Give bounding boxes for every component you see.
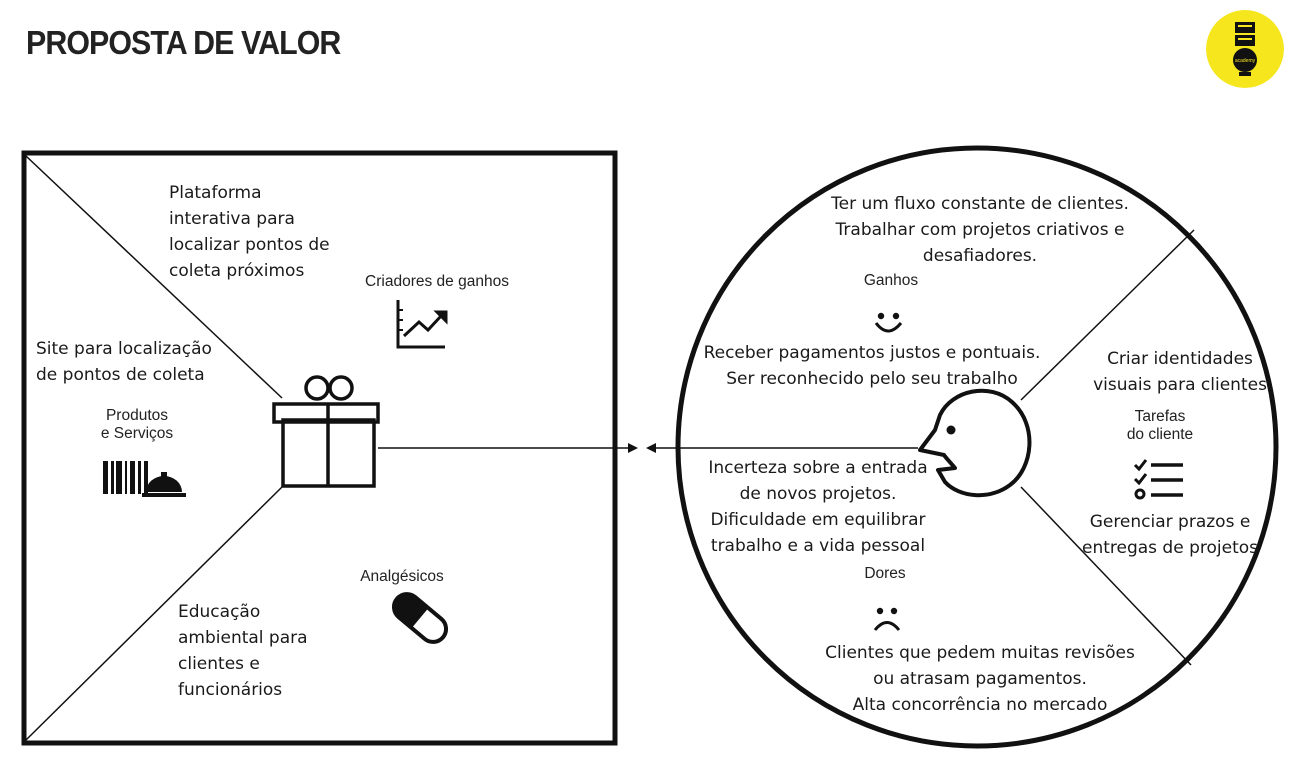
academy-logo: academy <box>1206 10 1284 88</box>
products-text: Site para localização de pontos de colet… <box>36 339 212 385</box>
chart-trend-icon <box>396 300 448 349</box>
divider-lower <box>1020 486 1192 666</box>
customer-profile-circle <box>675 145 1279 749</box>
gain-creators-text: Plataforma interativa para localizar pon… <box>169 183 330 281</box>
barcode-bell-icon <box>103 461 186 497</box>
gains-text-bottom: Receber pagamentos justos e pontuais. Se… <box>703 343 1041 389</box>
gains-label: Ganhos <box>863 272 919 289</box>
pains-text-top: Incerteza sobre a entrada de novos proje… <box>708 458 928 556</box>
checklist-icon <box>1133 459 1183 500</box>
jobs-text-bottom: Gerenciar prazos e entregas de projetos <box>1081 512 1258 558</box>
divider-bottom <box>25 486 283 741</box>
pain-relievers-label: Analgésicos <box>360 568 444 585</box>
products-label: Produtos e Serviços <box>100 407 174 442</box>
face-profile-icon <box>918 388 1032 498</box>
smile-icon <box>874 312 903 333</box>
pill-icon <box>391 592 449 644</box>
gain-creators-label: Criadores de ganhos <box>365 273 509 290</box>
divider-top <box>25 155 283 399</box>
arrow-head-left <box>646 443 656 453</box>
divider-upper <box>1020 229 1195 401</box>
page-title: PROPOSTA DE VALOR <box>26 24 341 61</box>
pain-relievers-text: Educação ambiental para clientes e funci… <box>178 602 308 700</box>
jobs-label: Tarefas do cliente <box>1126 408 1194 443</box>
pains-text-bottom: Clientes que pedem muitas revisões ou at… <box>825 643 1135 715</box>
gains-text-top: Ter um fluxo constante de clientes. Trab… <box>831 194 1129 266</box>
arrow-head-right <box>628 443 638 453</box>
logo-text: academy <box>1235 58 1256 64</box>
pains-label: Dores <box>864 565 906 582</box>
gift-icon <box>272 375 380 488</box>
frown-icon <box>873 607 901 631</box>
jobs-text-top: Criar identidades visuais para clientes <box>1093 349 1267 395</box>
